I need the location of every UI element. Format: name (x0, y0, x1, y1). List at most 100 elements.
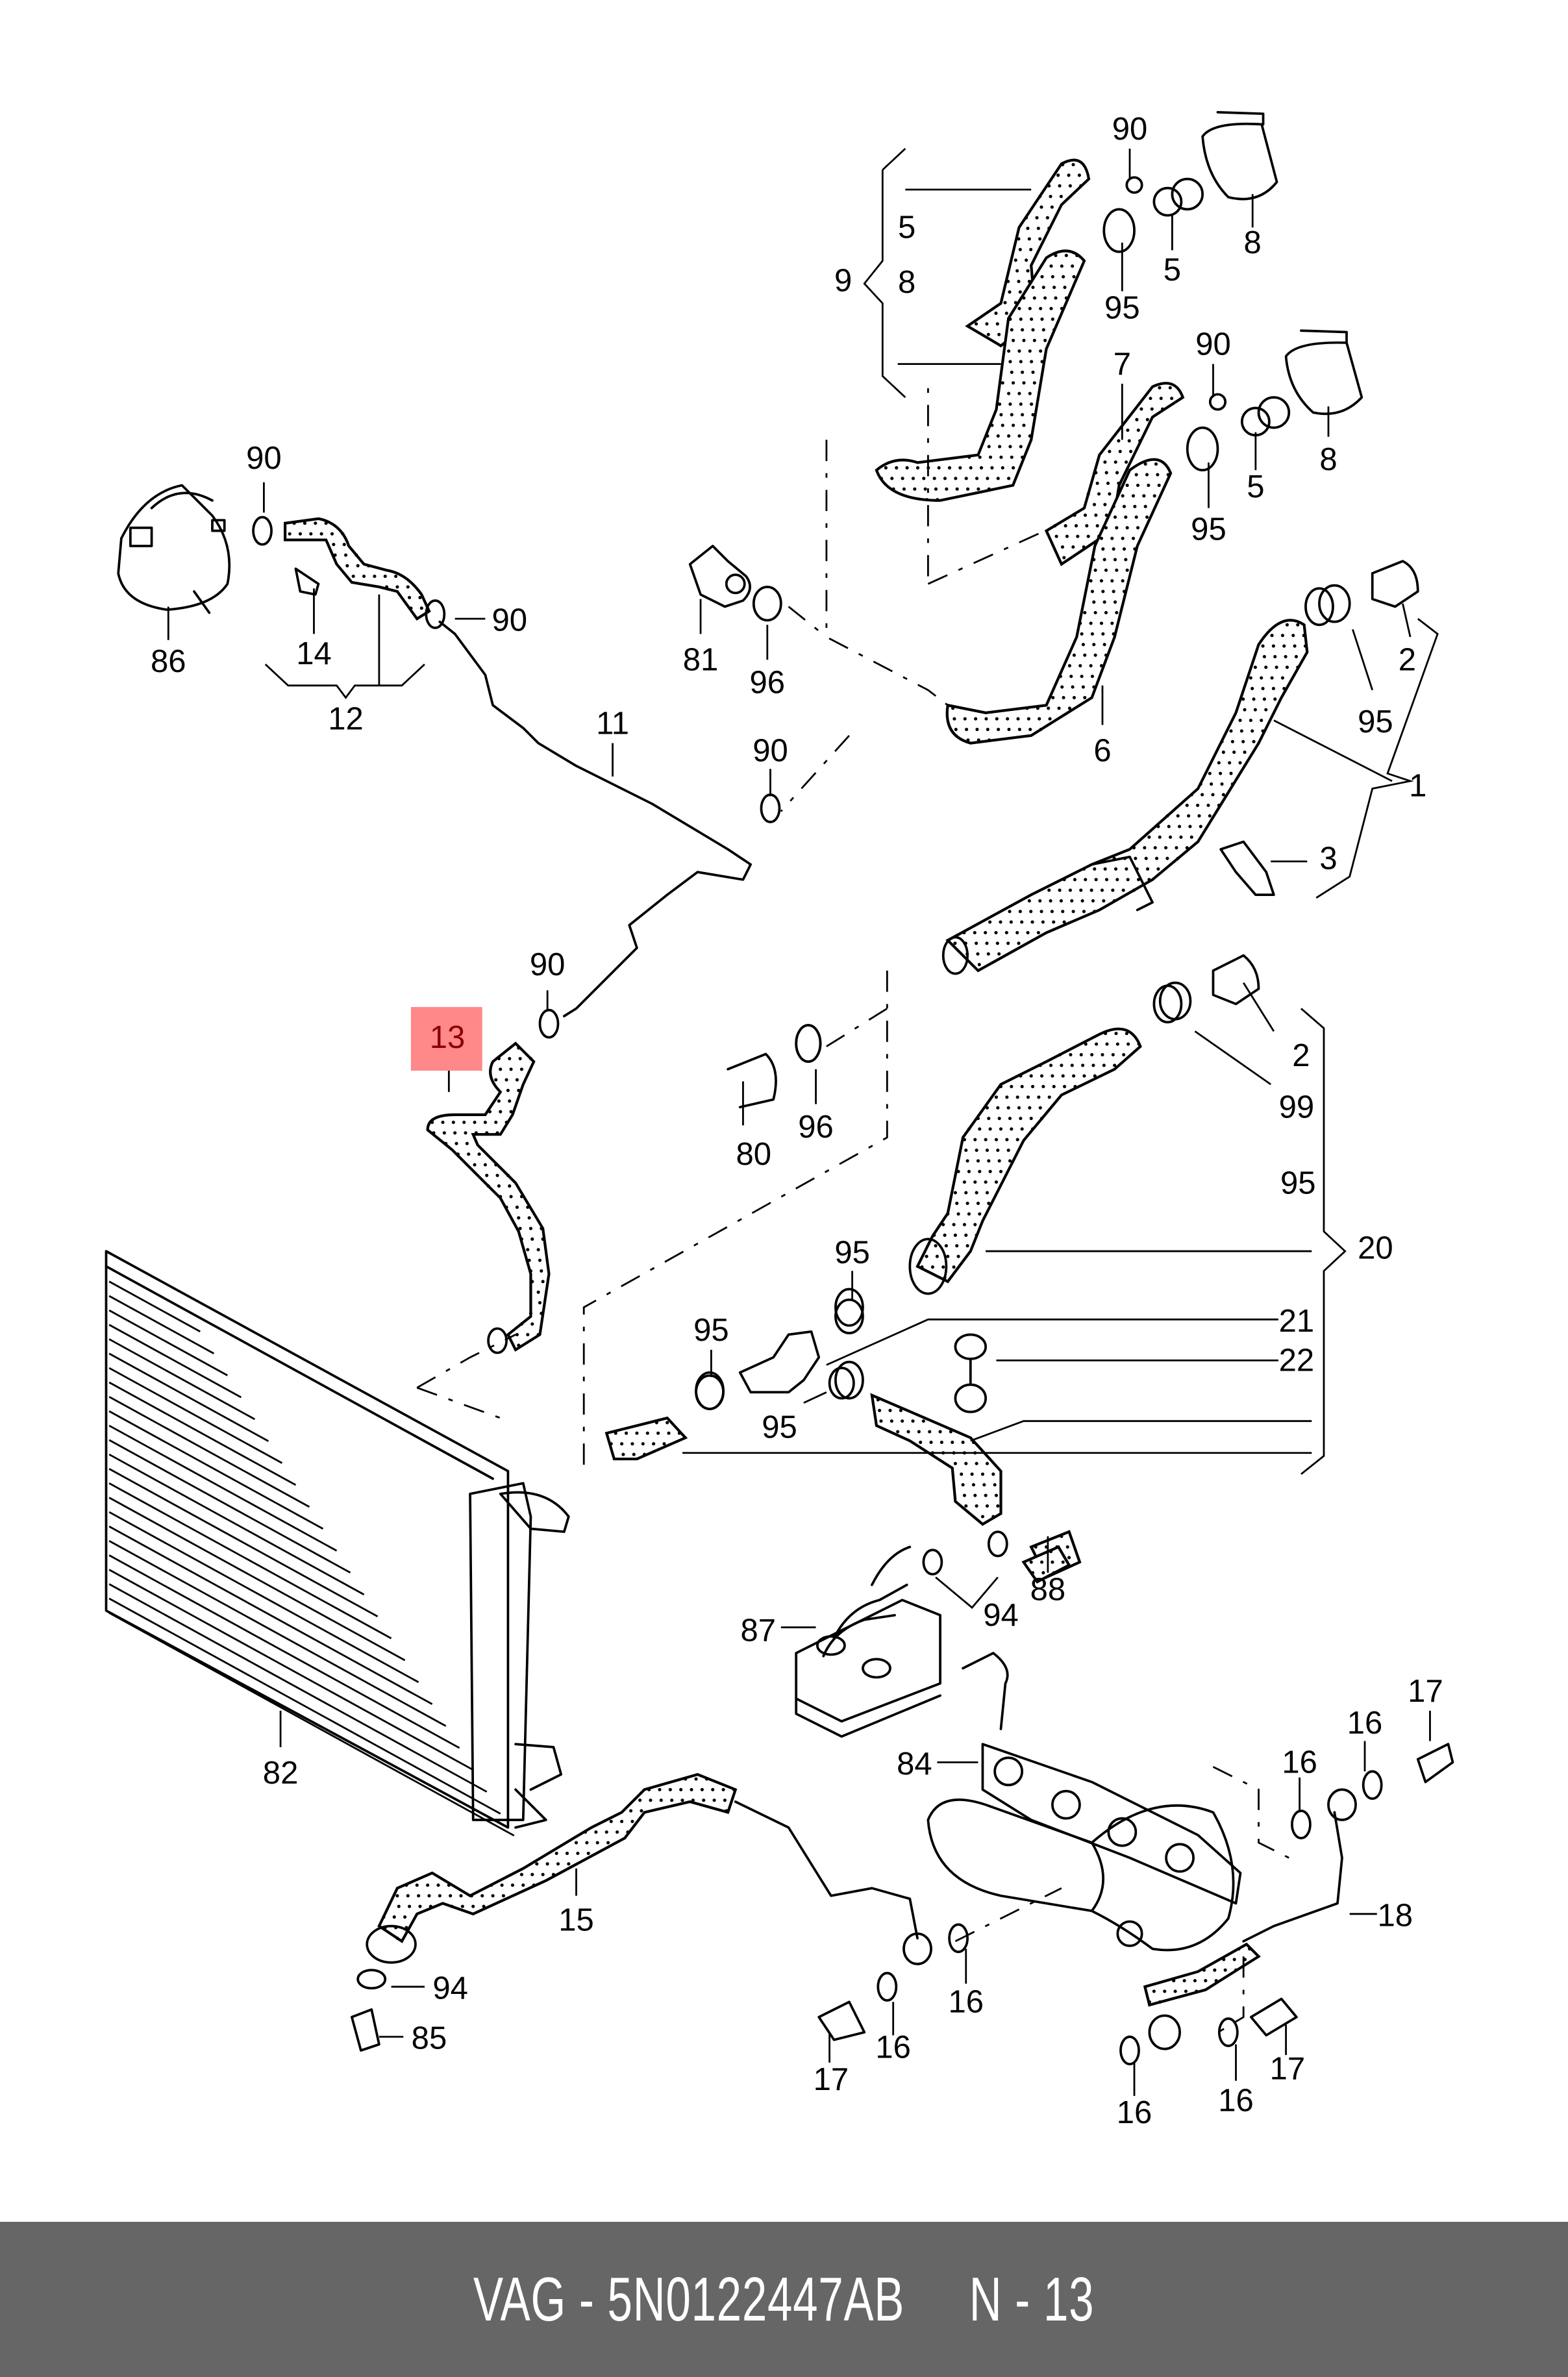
callout-1: 1 (1409, 768, 1426, 803)
hose-stipple (1053, 386, 1174, 560)
callout-17: 17 (814, 2062, 849, 2097)
clamp-22 (954, 1333, 988, 1413)
callout-16: 16 (1117, 2095, 1152, 2130)
callout-6: 6 (1093, 734, 1111, 769)
hose-7 (1044, 382, 1185, 567)
hose-12 (283, 517, 752, 1017)
hose-20-upper (908, 1027, 1142, 1295)
hose-stipple (609, 1421, 681, 1456)
callout-86: 86 (151, 644, 186, 679)
callout-16: 16 (1282, 1745, 1317, 1780)
callout-96: 96 (750, 665, 786, 700)
hose-stipple (430, 1046, 545, 1347)
hose-stipple (879, 253, 1079, 502)
callout-95: 95 (1104, 291, 1140, 326)
hose-stipple (1029, 1549, 1065, 1574)
callout-16: 16 (1218, 2083, 1254, 2118)
callout-16: 16 (875, 2030, 911, 2065)
connectors-5-clips (1102, 176, 1291, 471)
hose-upper-8 (875, 249, 1086, 502)
callout-2: 2 (1292, 1038, 1310, 1073)
callout-90: 90 (530, 947, 566, 982)
oil-cooler-87 (795, 1545, 941, 1738)
parts-diagram: 9085985959078595909086141281966295131190… (105, 110, 1454, 2130)
callout-21: 21 (1279, 1304, 1315, 1339)
callout-95: 95 (1358, 704, 1393, 740)
callout-96: 96 (798, 1110, 834, 1145)
footer-part-label: VAG - 5N0122447AB N - 13 (473, 2264, 1095, 2334)
callout-95: 95 (834, 1236, 870, 1271)
callout-22: 22 (1279, 1343, 1315, 1378)
callout-15: 15 (558, 1903, 594, 1938)
callout-8: 8 (898, 265, 915, 300)
hose-stipple (951, 462, 1170, 742)
footer-bar: VAG - 5N0122447AB N - 13 (0, 2222, 1568, 2377)
callout-11: 11 (596, 706, 629, 741)
callout-85: 85 (412, 2021, 447, 2056)
valve-81 (688, 545, 782, 622)
turbocharger-84 (927, 1652, 1242, 1952)
highlight-box-13 (410, 1006, 482, 1071)
callout-88: 88 (1030, 1572, 1066, 1607)
pipe-18 (1143, 1788, 1357, 2050)
callout-90: 90 (1195, 327, 1231, 362)
callout-90: 90 (753, 734, 788, 769)
hose-stipple (975, 162, 1083, 336)
bolts-17 (817, 1743, 1454, 2041)
radiator-82 (105, 1250, 570, 1837)
link-lines (416, 379, 1289, 2036)
callout-90: 90 (246, 441, 282, 476)
hose-88 (1021, 1545, 1071, 1584)
callout-95: 95 (1280, 1165, 1316, 1201)
callout-90: 90 (492, 603, 527, 638)
hose-1 (941, 619, 1309, 975)
pipe-85 (350, 2008, 380, 2052)
callout-13: 13 (430, 1020, 466, 1055)
hose-stipple (288, 521, 423, 610)
expansion-tank-86 (117, 484, 231, 614)
callout-16: 16 (948, 1985, 984, 2020)
hose-stipple (920, 1032, 1141, 1280)
callout-94: 94 (983, 1598, 1019, 1633)
connector-2-top (1318, 560, 1419, 623)
hose-stipple (382, 1777, 736, 1940)
hose-20-lower (604, 1393, 1082, 1580)
callout-94: 94 (432, 1971, 468, 2006)
callout-82: 82 (263, 1756, 299, 1791)
pipe-80 (727, 1024, 822, 1109)
callout-87: 87 (741, 1613, 777, 1648)
callout-5: 5 (1247, 469, 1264, 504)
connector-8-top (1201, 110, 1278, 201)
callout-18: 18 (1377, 1898, 1413, 1934)
hose-15 (366, 1773, 932, 1965)
callout-95: 95 (762, 1410, 797, 1445)
callout-12: 12 (328, 702, 364, 737)
washers-16 (877, 1770, 1383, 2065)
leader-lines (167, 147, 1439, 2097)
callout-5: 5 (898, 210, 915, 245)
callout-16: 16 (1347, 1706, 1383, 1741)
callout-8: 8 (1244, 225, 1262, 260)
hose-6 (945, 458, 1173, 745)
callout-2: 2 (1399, 642, 1416, 677)
callout-99: 99 (1279, 1090, 1315, 1125)
callout-80: 80 (736, 1137, 772, 1172)
hose-stipple (876, 1398, 1000, 1519)
connector-8-mid (1284, 329, 1363, 416)
hose-stipple (1147, 1947, 1252, 2004)
hose-stipple (953, 623, 1308, 967)
callout-17: 17 (1408, 1674, 1443, 1709)
hose-group-9 (875, 158, 1185, 745)
callout-7: 7 (1114, 347, 1131, 382)
radiator-fins (108, 1280, 515, 1837)
callout-90: 90 (1112, 112, 1148, 147)
callout-3: 3 (1319, 841, 1337, 876)
callout-8: 8 (1319, 442, 1337, 477)
callout-84: 84 (897, 1747, 932, 1782)
callout-5: 5 (1164, 253, 1181, 288)
callout-95: 95 (1191, 512, 1226, 547)
callout-95: 95 (693, 1313, 729, 1348)
callout-81: 81 (683, 642, 719, 677)
callout-17: 17 (1270, 2051, 1306, 2086)
